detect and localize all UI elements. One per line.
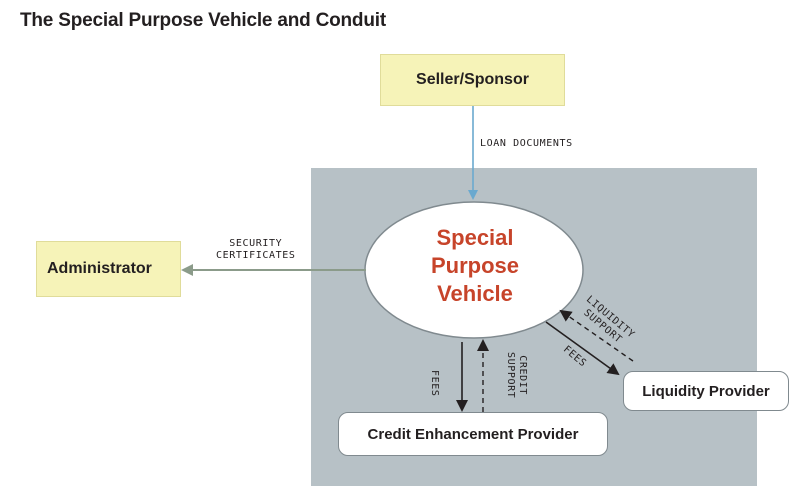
spv-label-line-2: Purpose — [430, 253, 520, 278]
security-certificates-label-line-1: SECURITY — [229, 238, 283, 249]
fees-liquidity-arrow — [545, 321, 620, 376]
liquidity-support-arrow — [559, 309, 634, 362]
credit-enhancement-provider-box: Credit Enhancement Provider — [338, 412, 608, 456]
spv-label: Special Purpose Vehicle — [366, 224, 584, 308]
security-certificates-label: SECURITY CERTIFICATES — [216, 238, 295, 262]
credit-support-label-line-2: SUPPORT — [505, 352, 516, 399]
loan-documents-label: LOAN DOCUMENTS — [480, 138, 573, 149]
seller-sponsor-box: Seller/Sponsor — [380, 54, 565, 106]
spv-label-line-1: Special — [436, 225, 514, 250]
fees-credit-label: FEES — [429, 370, 440, 397]
credit-support-label: CREDIT SUPPORT — [504, 352, 528, 398]
diagram-title: The Special Purpose Vehicle and Conduit — [20, 10, 386, 31]
security-certificates-label-line-2: CERTIFICATES — [216, 250, 296, 261]
credit-support-label-line-1: CREDIT — [517, 355, 528, 396]
liquidity-provider-box: Liquidity Provider — [623, 371, 789, 411]
spv-label-line-3: Vehicle — [437, 281, 513, 306]
administrator-box: Administrator — [36, 241, 181, 297]
